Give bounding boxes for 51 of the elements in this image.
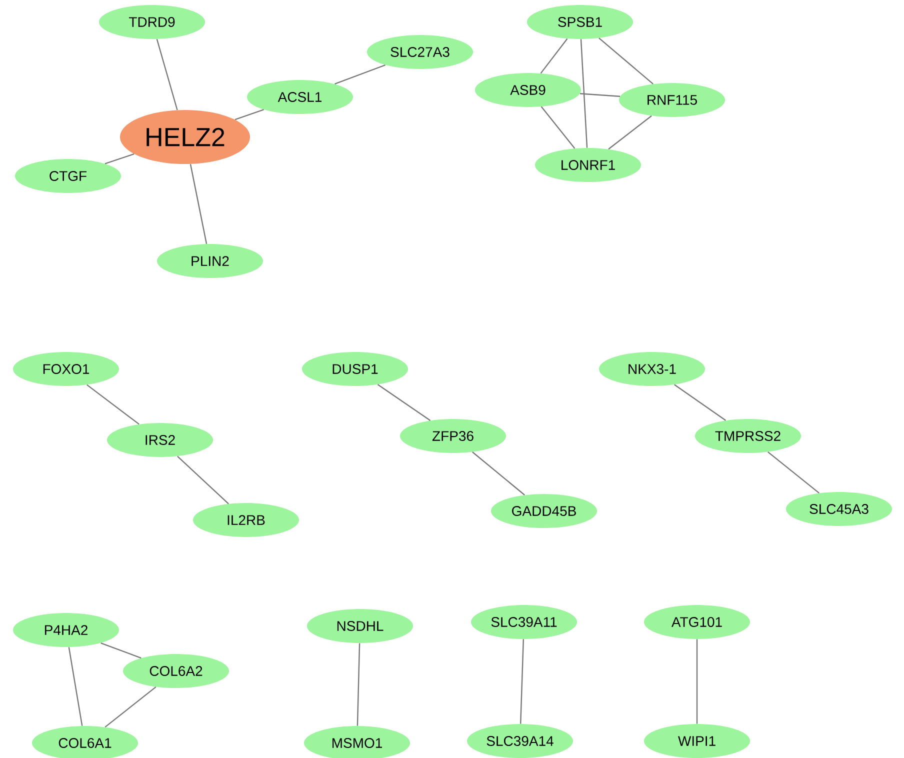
gene-node: ASB9	[475, 73, 581, 107]
gene-node: ACSL1	[247, 80, 353, 114]
gene-node: TMPRSS2	[695, 419, 802, 453]
gene-node: IL2RB	[193, 503, 299, 537]
edge-line	[540, 38, 568, 74]
gene-node: SPSB1	[527, 5, 633, 39]
edge-line	[540, 106, 576, 149]
gene-node: ZFP36	[400, 419, 506, 453]
gene-node: COL6A2	[123, 654, 229, 688]
edge-line	[177, 456, 229, 504]
edge-line	[598, 38, 654, 84]
edge-line	[156, 38, 178, 110]
edge-line	[768, 452, 820, 494]
gene-node: SLC39A11	[471, 605, 577, 639]
edge-line	[104, 686, 156, 728]
gene-node: HELZ2	[120, 110, 250, 164]
edge-line	[68, 647, 83, 726]
gene-node: DUSP1	[302, 352, 408, 386]
gene-node: NSDHL	[307, 609, 413, 643]
edge-line	[608, 115, 652, 150]
gene-node: SLC39A14	[467, 724, 573, 758]
gene-node: FOXO1	[13, 352, 119, 386]
gene-node: SLC27A3	[367, 35, 473, 69]
edge-line	[234, 109, 264, 120]
gene-node: PLIN2	[157, 244, 263, 278]
gene-node: GADD45B	[491, 494, 597, 528]
gene-node: SLC45A3	[786, 492, 892, 526]
gene-node: WIPI1	[644, 724, 750, 758]
edge-line	[356, 643, 360, 726]
gene-node: TDRD9	[99, 5, 205, 39]
edge-line	[100, 642, 142, 659]
edge-line	[86, 384, 140, 425]
edge-line	[190, 164, 208, 244]
edge-line	[674, 384, 726, 421]
edge-line	[334, 64, 386, 85]
edge-line	[580, 39, 588, 148]
gene-node: ATG101	[644, 605, 750, 639]
edge-line	[580, 93, 620, 97]
gene-node: CTGF	[15, 159, 121, 193]
edge-line	[377, 384, 431, 421]
edge-line	[472, 452, 525, 496]
gene-node: MSMO1	[304, 726, 410, 758]
edge-line	[104, 153, 134, 164]
gene-node: P4HA2	[13, 613, 119, 647]
gene-node: IRS2	[107, 423, 213, 457]
gene-node: RNF115	[619, 83, 725, 117]
edge-line	[520, 639, 524, 724]
gene-node: LONRF1	[535, 148, 641, 182]
gene-node: NKX3-1	[599, 352, 705, 386]
edge-line	[696, 639, 698, 724]
gene-node: COL6A1	[32, 726, 138, 758]
